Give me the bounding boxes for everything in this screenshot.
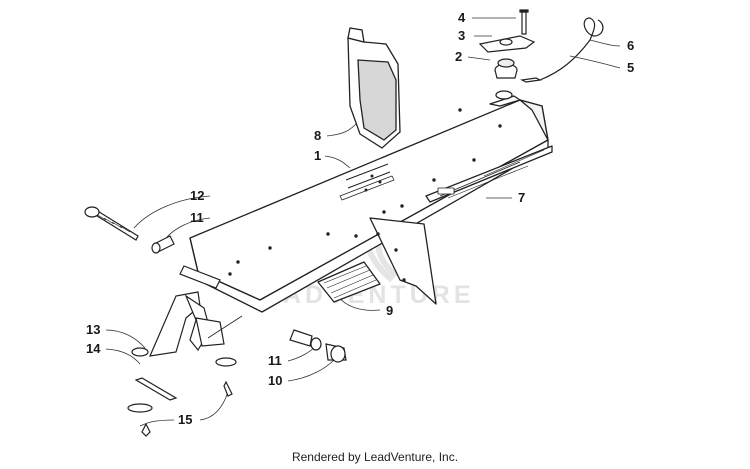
callout-1: 1 — [314, 148, 321, 163]
pad-part — [347, 27, 401, 149]
callout-5: 5 — [627, 60, 634, 75]
callout-11-upper: 11 — [190, 210, 204, 225]
callout-15: 15 — [178, 412, 192, 427]
callout-12: 12 — [190, 188, 204, 203]
bolt-parts — [84, 206, 347, 363]
callout-3: 3 — [458, 28, 465, 43]
callout-9: 9 — [386, 303, 393, 318]
leader-lines — [105, 17, 621, 427]
exploded-view-drawing: LEADVENTURE — [84, 9, 634, 437]
callout-11-lower: 11 — [268, 353, 282, 368]
bracket-parts — [127, 291, 243, 437]
callout-8: 8 — [314, 128, 321, 143]
callout-2: 2 — [455, 49, 462, 64]
mount-parts — [478, 9, 604, 83]
callout-labels: 4 3 2 6 5 8 1 7 12 11 9 11 10 13 14 15 — [86, 10, 634, 427]
callout-6: 6 — [627, 38, 634, 53]
callout-10: 10 — [268, 373, 282, 388]
callout-7: 7 — [518, 190, 525, 205]
footer-credit: Rendered by LeadVenture, Inc. — [291, 450, 459, 464]
callout-13: 13 — [86, 322, 100, 337]
callout-4: 4 — [458, 10, 466, 25]
callout-14: 14 — [86, 341, 101, 356]
